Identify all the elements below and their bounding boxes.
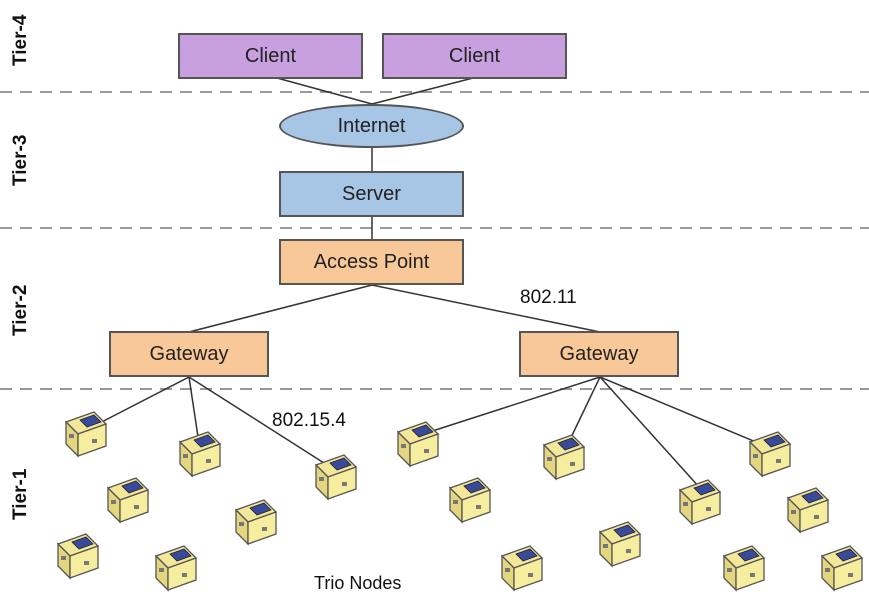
sensor-node (821, 545, 863, 591)
sensor-node (749, 431, 791, 477)
sensor-node (397, 421, 439, 467)
sensor-node (723, 545, 765, 591)
link-ap-gateway-left (188, 284, 373, 333)
link-client2-internet (371, 77, 474, 105)
sensor-node (107, 477, 149, 523)
sensor-node (449, 477, 491, 523)
link-gw-left-sensor-c (188, 376, 336, 471)
sensor-node (599, 521, 641, 567)
tier-label-3: Tier-3 (10, 134, 31, 186)
link-gw-right-sensor-d (599, 376, 769, 448)
sensor-node (235, 499, 277, 545)
internet-node: Internet (279, 104, 464, 148)
link-gw-left-sensor-a (89, 376, 190, 429)
sensor-node (155, 545, 197, 591)
link-gw-right-sensor-c (599, 376, 701, 489)
access-point-node: Access Point (279, 239, 464, 285)
trio-nodes-caption: Trio Nodes (314, 573, 402, 593)
link-client1-internet (276, 77, 373, 105)
sensor-node (543, 434, 585, 480)
gateway-node-right: Gateway (519, 331, 679, 377)
tier-label-4: Tier-4 (10, 14, 31, 66)
sensor-node (65, 411, 107, 457)
client-node-2: Client (382, 33, 567, 79)
tier-label-1: Tier-1 (10, 468, 31, 520)
link-ap-gateway-right (371, 284, 601, 333)
gateway-node-left: Gateway (109, 331, 269, 377)
link-gw-right-sensor-a (419, 376, 601, 436)
server-node: Server (279, 171, 464, 217)
tier-label-2: Tier-2 (10, 284, 31, 336)
wifi-link-label: 802.11 (520, 287, 577, 308)
sensor-node (787, 487, 829, 533)
sensor-node (501, 545, 543, 591)
sensor-node (179, 431, 221, 477)
sensor-node (679, 479, 721, 525)
client-node-1: Client (178, 33, 363, 79)
zigbee-link-label: 802.15.4 (272, 410, 346, 431)
sensor-node (57, 533, 99, 579)
